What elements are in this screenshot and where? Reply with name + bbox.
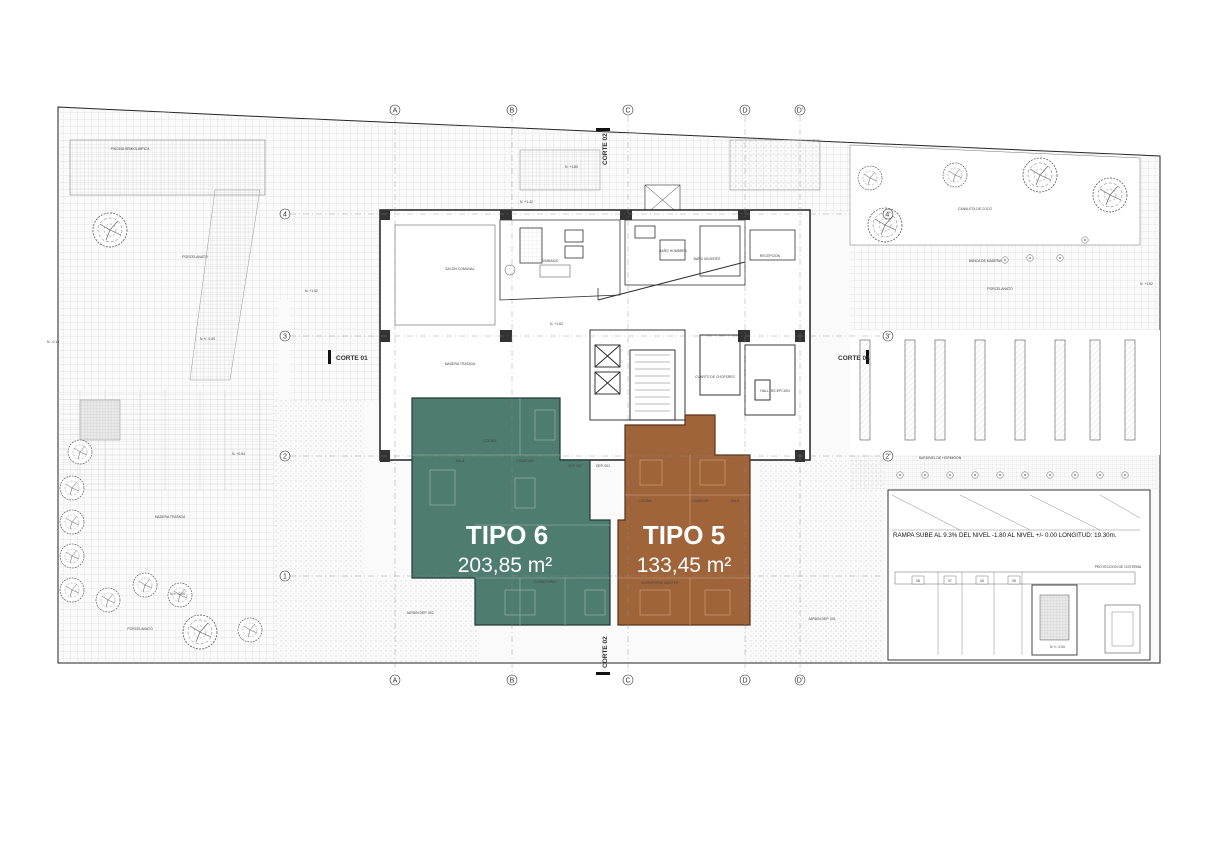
label-gimnasio: GIMNASIO: [542, 259, 559, 263]
south-gardens: [275, 400, 885, 663]
label-dorm-6: DORMITORIO: [534, 580, 556, 584]
gym-block: [499, 219, 796, 301]
level-5: N.+/- 0.00: [200, 337, 215, 341]
label-dep-002: DEP. 002: [568, 464, 582, 468]
label-salon-comunal: SALON COMUNAL: [445, 267, 475, 271]
axis-col-c-top: C: [625, 108, 630, 115]
parking-numbers: 08 07 06 05: [911, 575, 1021, 585]
unit-tipo-5[interactable]: [617, 414, 751, 626]
axis-bubbles: [279, 104, 894, 686]
corte-02-top: CORTE 02: [602, 133, 609, 165]
axis-row-1: 1: [283, 574, 287, 581]
axis-col-d-bottom: D: [742, 678, 747, 685]
label-cocina-5: COCINA: [638, 499, 652, 503]
corte-01-west: CORTE 01: [336, 355, 368, 362]
tipo-6-area: 203,85 m²: [458, 554, 553, 577]
label-comedor-5: COMEDOR: [691, 499, 709, 503]
label-canaleta: CANALETA DE COCO: [958, 207, 993, 211]
label-comedor-6: COMEDOR: [516, 459, 534, 463]
axis-col-c-bottom: C: [625, 678, 630, 685]
label-sala-6: SALA: [456, 459, 465, 463]
grid-lines: [290, 116, 880, 675]
level-2: N. +1.62: [550, 322, 563, 326]
level-7: N. +0.54: [232, 452, 245, 456]
axis-col-dp-top: D': [797, 108, 803, 115]
level-9: N.+/- 0.00: [1050, 645, 1065, 649]
label-dep-001: DEP. 001: [596, 464, 610, 468]
axis-row-4p: 4': [885, 212, 890, 219]
label-dorm-master-5: DORMITORIO MASTER: [641, 581, 679, 585]
axis-col-d-top: D: [742, 108, 747, 115]
label-madera-1: MADERA TRATADA: [155, 515, 186, 519]
axis-row-2p: 2': [885, 454, 890, 461]
unit-tipo-6[interactable]: [411, 397, 611, 626]
label-bano-hombres: BAÑO HOMBRES: [659, 248, 687, 253]
tipo-6-walls: [412, 398, 610, 625]
label-recepcion: RECEPCION: [760, 254, 781, 258]
label-cuarto-chofer: CUARTO DE CHOFERES: [695, 375, 735, 379]
label-porcelanato-1: PORCELANATO: [182, 255, 208, 259]
east-garden: [849, 142, 1160, 490]
section-cuts: CORTE 01 CORTE 01 CORTE 02 CORTE 02: [328, 128, 870, 675]
label-sardinel: SARDINEL DE HORMIGON: [919, 456, 962, 460]
axis-row-2: 2: [283, 454, 287, 461]
level-marks: N. +1.42 N. +1.62 N. +1.80 N. +1.62 N.+/…: [47, 165, 1153, 649]
label-jardin-002: JARDIN DEP. 002: [406, 611, 433, 615]
ramp-note: RAMPA SUBE AL 9.3% DEL NIVEL -1.80 AL NI…: [893, 532, 1117, 539]
room-labels: SALON COMUNAL GIMNASIO BAÑO HOMBRES BAÑO…: [111, 147, 1142, 631]
parking-05: 05: [1012, 579, 1016, 583]
level-1: N. +1.42: [520, 200, 533, 204]
tipo-5-fill: [617, 414, 751, 626]
label-jardin-001: JARDIN DEP. 001: [808, 617, 835, 621]
label-cisterna: PROYECCION DE CISTERNA: [1095, 565, 1142, 569]
parking-08: 08: [916, 579, 920, 583]
label-hall-recepcion: HALL RECEPCION: [760, 389, 790, 393]
axis-labels: A B C D D' A B C D D' 4 3 2 1 4' 3' 2': [283, 108, 891, 685]
level-10: N. +1.62: [1140, 282, 1153, 286]
north-terrace: [290, 118, 850, 402]
label-madera-2: MADERA TRATADA: [445, 362, 476, 366]
axis-row-3p: 3': [885, 334, 890, 341]
tipo-5-title: TIPO 5: [643, 520, 725, 550]
parking-07: 07: [948, 579, 952, 583]
parking-stripes: [859, 339, 1136, 441]
label-bano-mujeres: BAÑO MUJERES: [694, 256, 721, 261]
axis-col-b-top: B: [510, 108, 515, 115]
ramp-area: [887, 489, 1151, 661]
axis-col-b-bottom: B: [510, 678, 515, 685]
level-6: N. -0.18: [47, 340, 59, 344]
corte-01-east: CORTE 01: [838, 355, 870, 362]
level-3: N. +1.80: [565, 165, 578, 169]
axis-col-a-top: A: [393, 108, 398, 115]
axis-row-4: 4: [283, 212, 287, 219]
axis-col-dp-bottom: D': [797, 678, 803, 685]
corte-02-bottom: CORTE 02: [602, 636, 609, 668]
tipo-5-walls: [618, 455, 750, 625]
label-cocina-6: COCINA: [483, 439, 497, 443]
parking-06: 06: [980, 579, 984, 583]
core-block: [589, 329, 796, 421]
level-8: N.+/- 0.00: [170, 592, 185, 596]
axis-row-3: 3: [283, 334, 287, 341]
label-porcelanato-2: PORCELANATO: [127, 627, 153, 631]
label-banca: BANCA DE MADERA: [969, 259, 1002, 263]
axis-col-a-bottom: A: [393, 678, 398, 685]
level-4: N. +1.62: [305, 289, 318, 293]
west-patio: [58, 107, 290, 663]
tipo-6-title: TIPO 6: [466, 520, 548, 550]
label-piscina: PISCINA SEMIOLIMPICA: [111, 147, 151, 151]
label-porcelanato-3: PORCELANATO: [987, 287, 1013, 291]
label-sala-5: SALA: [731, 499, 740, 503]
tipo-5-area: 133,45 m²: [637, 554, 732, 577]
